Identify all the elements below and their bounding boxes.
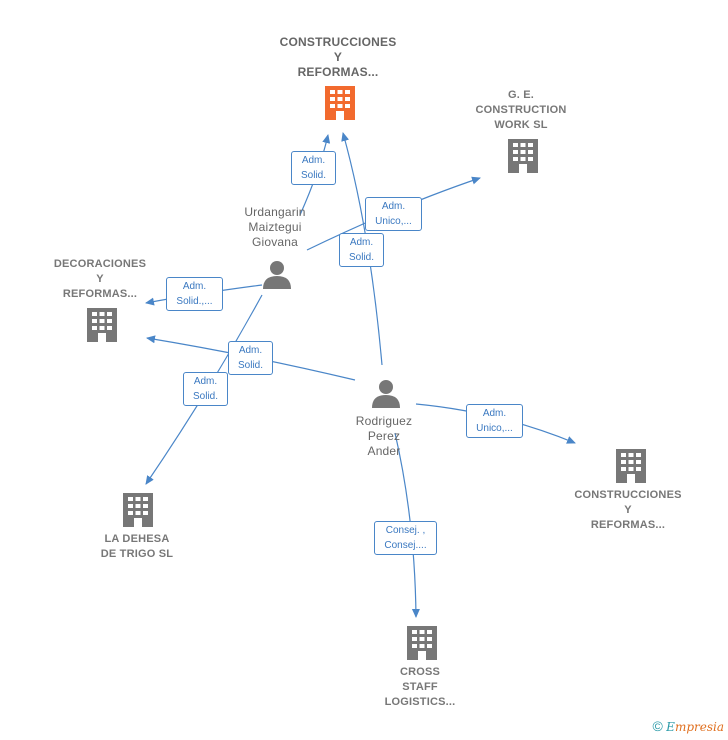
building-icon[interactable]	[325, 86, 355, 120]
edge-label-adm-solid[interactable]: Adm. Solid.	[183, 372, 228, 406]
node-label-la-dehesa[interactable]: LA DEHESA DE TRIGO SL	[100, 533, 174, 560]
node-label-construcciones-main[interactable]: CONSTRUCCIONES Y REFORMAS...	[279, 35, 397, 79]
person-icon[interactable]	[372, 380, 400, 408]
node-label-ge-construction[interactable]: G. E. CONSTRUCTION WORK SL	[475, 89, 567, 131]
node-label-construcciones-right[interactable]: CONSTRUCCIONES Y REFORMAS...	[574, 489, 682, 531]
node-label-cross-staff[interactable]: CROSS STAFF LOGISTICS...	[384, 666, 456, 708]
node-label-urdangarin[interactable]: Urdangarin Maiztegui Giovana	[244, 205, 306, 249]
edge-label-consej[interactable]: Consej. , Consej....	[374, 521, 437, 555]
brand-footer: © Empresia	[653, 718, 725, 734]
building-icon[interactable]	[407, 626, 437, 660]
edge-label-adm-unico[interactable]: Adm. Unico,...	[466, 404, 523, 438]
building-icon[interactable]	[123, 493, 153, 527]
edge-label-adm-solid[interactable]: Adm. Solid.	[291, 151, 336, 185]
node-label-decoraciones[interactable]: DECORACIONES Y REFORMAS...	[53, 258, 147, 300]
edge-label-adm-unico[interactable]: Adm. Unico,...	[365, 197, 422, 231]
building-icon[interactable]	[87, 308, 117, 342]
building-icon[interactable]	[616, 449, 646, 483]
copyright-symbol: ©	[652, 718, 663, 734]
node-label-rodriguez[interactable]: Rodriguez Perez Ander	[355, 414, 413, 458]
person-icon[interactable]	[263, 261, 291, 289]
building-icon[interactable]	[508, 139, 538, 173]
edge-label-adm-solid-etc[interactable]: Adm. Solid.,...	[166, 277, 223, 311]
edge-label-adm-solid[interactable]: Adm. Solid.	[339, 233, 384, 267]
edge-label-adm-solid[interactable]: Adm. Solid.	[228, 341, 273, 375]
empresia-logo[interactable]: Empresia	[666, 720, 724, 734]
